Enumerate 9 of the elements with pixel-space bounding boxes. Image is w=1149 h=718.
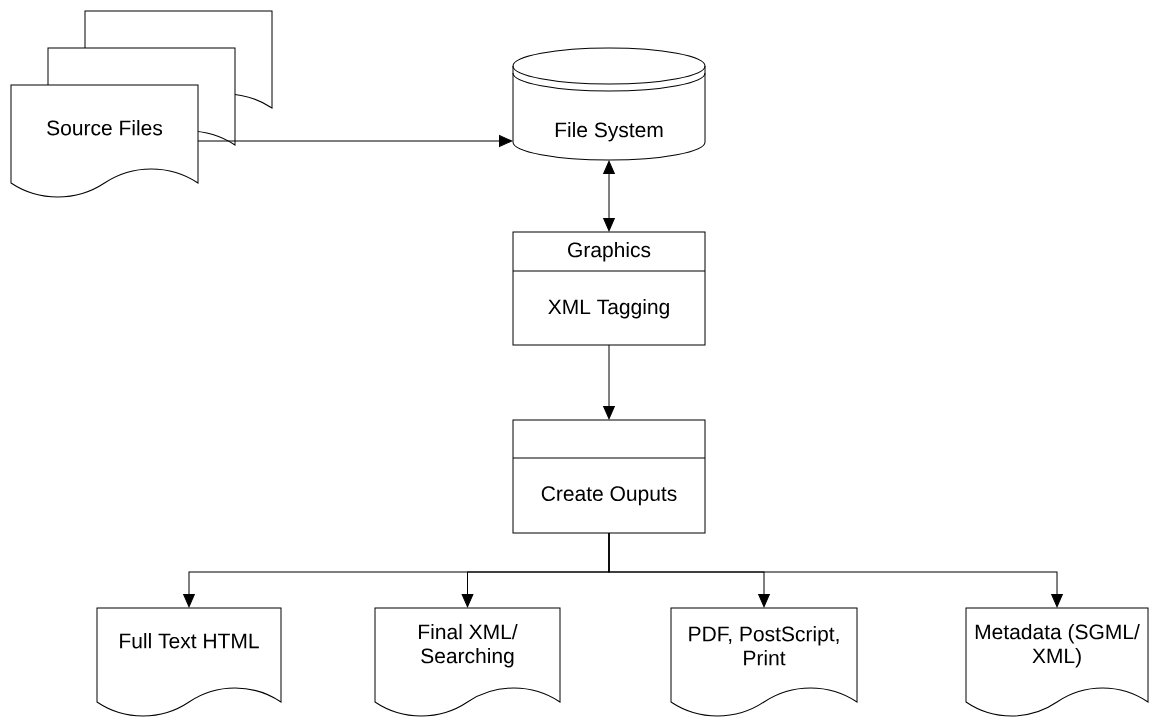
arrow — [603, 160, 615, 232]
process-box: Graphics XML Tagging — [512, 231, 706, 346]
arrow — [197, 135, 513, 147]
document-stack: Source Files — [10, 10, 273, 198]
node-label: File System — [555, 121, 663, 142]
process-box: Create Ouputs — [512, 419, 706, 534]
arrow — [603, 344, 615, 420]
arrow — [608, 532, 1063, 608]
database-cylinder: File System — [512, 47, 706, 161]
